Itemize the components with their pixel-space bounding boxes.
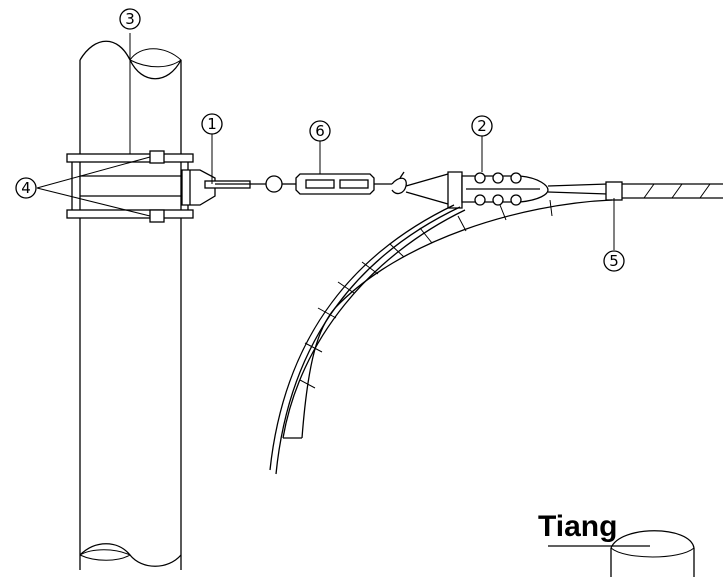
- callout-6: 6: [309, 120, 331, 142]
- aerial-cable: [547, 181, 723, 201]
- svg-text:5: 5: [609, 252, 619, 270]
- leader-lines: [36, 33, 615, 250]
- callout-3: 3: [119, 8, 141, 30]
- callout-5: 5: [603, 250, 625, 272]
- svg-text:1: 1: [207, 115, 217, 133]
- pole-top-symbol: [548, 530, 695, 577]
- anchor-bracket: [181, 169, 283, 206]
- svg-text:6: 6: [315, 122, 325, 140]
- callout-1: 1: [201, 113, 223, 135]
- pole-label: Tiang: [538, 510, 617, 543]
- svg-text:3: 3: [125, 10, 135, 28]
- drop-cable: [269, 199, 613, 475]
- pole: [79, 40, 182, 570]
- svg-text:2: 2: [477, 117, 487, 135]
- svg-text:4: 4: [21, 179, 31, 197]
- turnbuckle: [282, 171, 407, 195]
- callout-4: 4: [15, 177, 37, 199]
- callout-2: 2: [471, 115, 493, 137]
- wedge-clamp: [405, 171, 549, 209]
